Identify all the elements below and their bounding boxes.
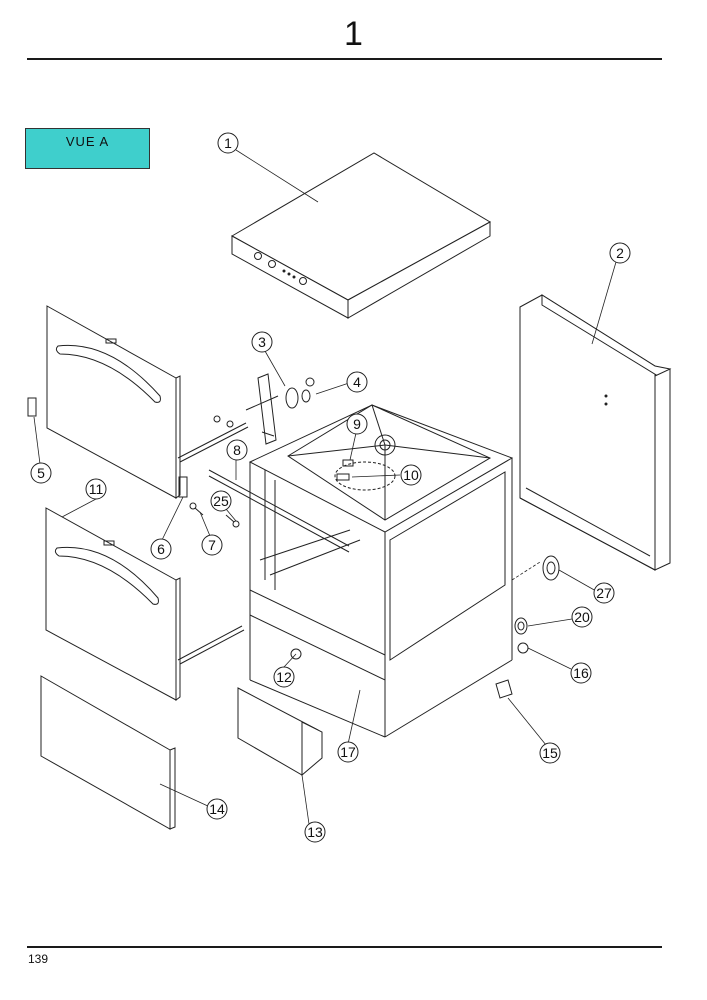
header-rule	[27, 58, 662, 60]
svg-text:6: 6	[157, 541, 165, 557]
part-frame	[248, 404, 514, 738]
callout-9: 9	[346, 413, 368, 435]
part-latch	[27, 397, 37, 417]
callout-16: 16	[570, 662, 592, 684]
part-foot	[495, 679, 513, 699]
callout-14: 14	[206, 798, 228, 820]
part-washer	[517, 642, 529, 654]
part-control-board	[237, 687, 323, 777]
part-hinge-rods	[177, 422, 249, 665]
svg-text:16: 16	[573, 665, 589, 681]
svg-text:20: 20	[574, 609, 590, 625]
callout-1: 1	[217, 132, 239, 154]
callout-12: 12	[273, 666, 295, 688]
svg-text:17: 17	[340, 744, 356, 760]
footer-page-number: 139	[28, 952, 49, 966]
svg-text:1: 1	[224, 135, 232, 151]
part-side-panel	[519, 294, 672, 571]
svg-text:3: 3	[258, 334, 266, 350]
svg-text:15: 15	[542, 745, 558, 761]
svg-text:14: 14	[209, 801, 225, 817]
svg-text:25: 25	[213, 493, 229, 509]
svg-text:9: 9	[353, 416, 361, 432]
callout-8: 8	[226, 439, 248, 461]
callout-3: 3	[251, 331, 273, 353]
part-lower-door	[45, 507, 181, 701]
callout-17: 17	[337, 741, 359, 763]
callout-5: 5	[30, 462, 52, 484]
callout-11: 11	[85, 478, 107, 500]
svg-text:2: 2	[616, 245, 624, 261]
callout-15: 15	[539, 742, 561, 764]
callout-20: 20	[571, 606, 593, 628]
svg-text:7: 7	[208, 537, 216, 553]
callout-10: 10	[400, 464, 422, 486]
leader-lines	[33, 149, 617, 825]
part-gasket	[514, 617, 528, 635]
svg-text:11: 11	[89, 481, 104, 497]
part-fitting	[290, 648, 302, 660]
callout-7: 7	[201, 534, 223, 556]
svg-text:27: 27	[596, 585, 612, 601]
svg-text:8: 8	[233, 442, 241, 458]
part-screw-7	[189, 502, 204, 516]
svg-text:4: 4	[353, 374, 361, 390]
callout-27: 27	[593, 582, 615, 604]
callout-4: 4	[346, 371, 368, 393]
callout-13: 13	[304, 821, 326, 843]
footer-rule	[27, 946, 662, 948]
callout-2: 2	[609, 242, 631, 264]
part-upper-door	[46, 305, 181, 499]
part-kick-plate	[40, 675, 176, 830]
page-number: 1	[344, 15, 363, 53]
callout-6: 6	[150, 538, 172, 560]
svg-text:13: 13	[307, 824, 323, 840]
callout-25: 25	[210, 490, 232, 512]
part-rod	[208, 469, 350, 553]
view-label: VUE A	[25, 128, 150, 169]
svg-text:5: 5	[37, 465, 45, 481]
part-grommet	[542, 555, 560, 581]
svg-text:12: 12	[276, 669, 292, 685]
part-top-cover	[230, 152, 492, 319]
svg-text:10: 10	[403, 467, 419, 483]
part-hinge-bracket	[213, 373, 315, 445]
